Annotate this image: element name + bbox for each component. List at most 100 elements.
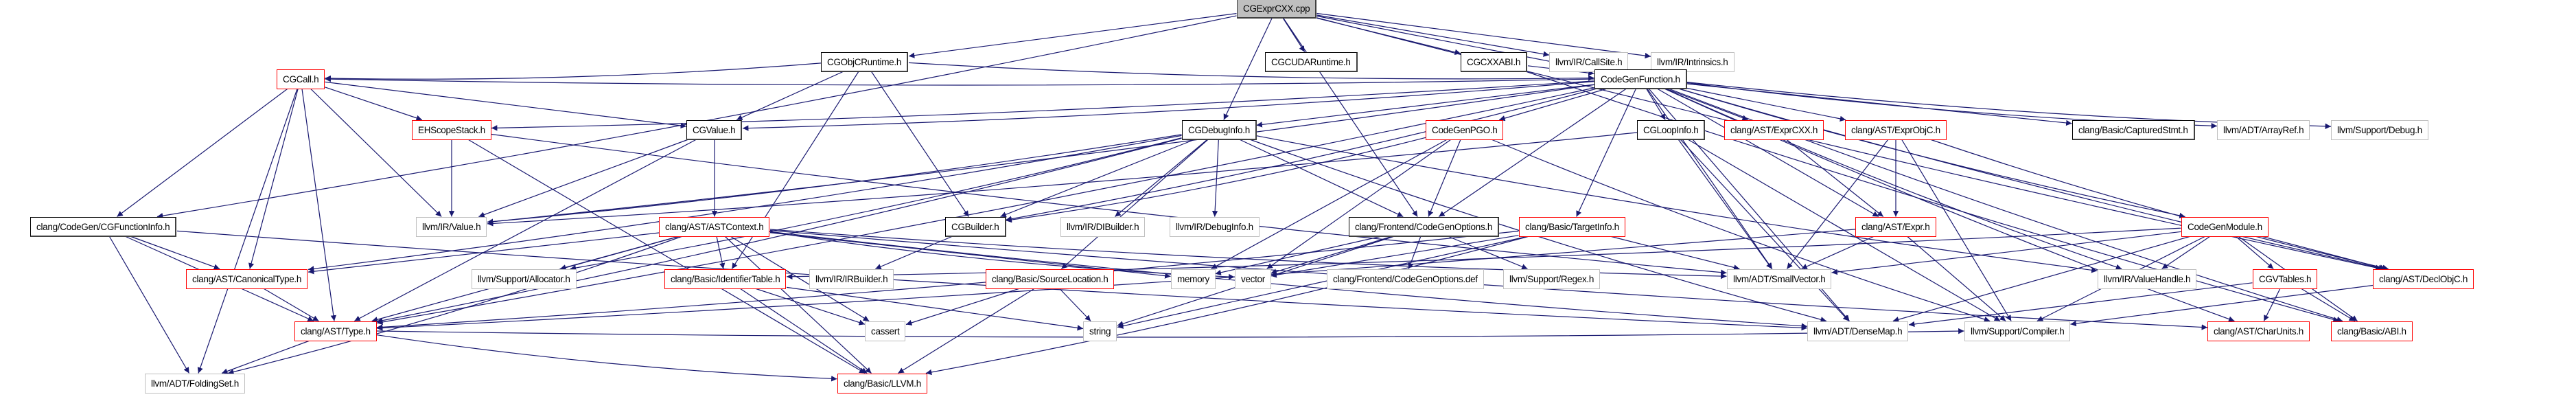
edge-expr-to-smallvector [1801,236,1874,270]
node-cgcudaruntime-h[interactable]: CGCUDARuntime.h [1265,52,1358,72]
edge-cgcall-to-cgvalue [325,81,687,129]
node-llvm-adt-densemap-h: llvm/ADT/DenseMap.h [1807,321,1909,341]
node-cgvalue-h[interactable]: CGValue.h [686,120,743,140]
edge-codegenfunction-to-cgvalue [742,81,1594,131]
node-clang-frontend-codegenoptions-h[interactable]: clang/Frontend/CodeGenOptions.h [1349,217,1500,237]
node-clang-ast-charunits-h[interactable]: clang/AST/CharUnits.h [2207,321,2310,341]
node-string: string [1083,321,1117,341]
edge-cgdebuginfo-to-codegenoptions [1240,139,1404,218]
edge-codegenoptions-to-vector [1270,236,1392,275]
edge-cgvtables-to-densemap [1908,282,2253,328]
edge-cgobjcruntime-to-cgvalue [736,71,844,121]
edge-exprobjc-to-declobjc [1931,139,2389,271]
node-llvm-ir-irbuilder-h: llvm/IR/IRBuilder.h [809,269,894,289]
edge-sourcelocation-to-llvm [898,288,1034,374]
node-cgdebuginfo-h[interactable]: CGDebugInfo.h [1182,120,1257,140]
edge-astcontext-to-canonicaltype [308,232,660,275]
edge-cgcall-to-foldingset [197,89,298,374]
edge-cgdebuginfo-to-irvalue [487,134,1182,225]
edge-targetinfo-to-type [376,230,1519,330]
node-cgcxxabi-h[interactable]: CGCXXABI.h [1461,52,1528,72]
node-clang-basic-targetinfo-h[interactable]: clang/Basic/TargetInfo.h [1519,217,1625,237]
edge-cgobjcruntime-to-cgcall [325,62,822,82]
node-codegenfunction-h[interactable]: CodeGenFunction.h [1594,69,1687,89]
edge-codegenfunction-to-irvalue [487,84,1594,225]
edge-cgcall-to-cgfunctioninfo [117,89,288,217]
edge-cgdebuginfo-to-valuehandle [1256,135,2098,273]
node-llvm-ir-value-h: llvm/IR/Value.h [416,217,487,237]
edge-codegenpgo-to-vector [1266,139,1451,269]
node-llvm-ir-callsite-h: llvm/IR/CallSite.h [1549,52,1629,72]
node-cassert: cassert [865,321,906,341]
node-clang-frontend-codegenoptions-def: clang/Frontend/CodeGenOptions.def [1327,269,1484,289]
edge-codegenoptions-to-memory [1215,236,1380,275]
node-clang-ast-exprobjc-h[interactable]: clang/AST/ExprObjC.h [1845,120,1947,140]
edge-codegenpgo-to-memory [1211,139,1447,270]
edge-sourcelocation-to-cassert [905,288,1019,326]
edge-codegenfunction-to-codegenmodule [1680,88,2185,218]
node-clang-ast-type-h[interactable]: clang/AST/Type.h [294,321,377,341]
node-llvm-support-allocator-h: llvm/Support/Allocator.h [472,269,577,289]
edge-codegenfunction-to-ehscopestack [491,80,1594,131]
edge-codegenfunction-to-cgdebuginfo [1256,84,1594,128]
node-clang-basic-capturedstmt-h[interactable]: clang/Basic/CapturedStmt.h [2072,120,2195,140]
edge-type-to-llvm [376,334,837,382]
edge-type-to-foldingset [221,340,310,374]
node-cgloopinfo-h[interactable]: CGLoopInfo.h [1637,120,1706,140]
edge-cgvtables-to-charunits [2263,288,2281,321]
edge-targetinfo-to-string [1117,236,1527,329]
edge-cgcall-to-ehscopestack [325,87,423,121]
node-clang-ast-exprcxx-h[interactable]: clang/AST/ExprCXX.h [1724,120,1824,140]
edge-ehscopestack-to-smallvector [491,133,1727,275]
node-memory: memory [1171,269,1216,289]
node-llvm-adt-smallvector-h: llvm/ADT/SmallVector.h [1727,269,1832,289]
node-codegenmodule-h[interactable]: CodeGenModule.h [2181,217,2268,237]
node-cgcall-h[interactable]: CGCall.h [277,69,325,89]
node-clang-basic-sourcelocation-h[interactable]: clang/Basic/SourceLocation.h [986,269,1115,289]
node-clang-ast-canonicaltype-h[interactable]: clang/AST/CanonicalType.h [186,269,308,289]
edge-root-to-cgdebuginfo [1223,18,1273,120]
node-clang-ast-declobjc-h[interactable]: clang/AST/DeclObjC.h [2373,269,2474,289]
node-cgexprcxx-cpp[interactable]: CGExprCXX.cpp [1237,0,1317,19]
node-clang-basic-identifiertable-h[interactable]: clang/Basic/IdentifierTable.h [664,269,787,289]
edge-identifiertable-to-llvm [740,288,868,374]
node-llvm-support-regex-h: llvm/Support/Regex.h [1503,269,1601,289]
edge-root-to-intrinsics [1316,12,1651,59]
node-cgvtables-h[interactable]: CGVTables.h [2253,269,2318,289]
node-clang-basic-llvm-h[interactable]: clang/Basic/LLVM.h [837,374,927,394]
edge-identifiertable-to-cassert [756,288,866,326]
node-llvm-ir-dibuilder-h: llvm/IR/DIBuilder.h [1060,217,1146,237]
node-clang-ast-expr-h[interactable]: clang/AST/Expr.h [1855,217,1936,237]
edge-cgloopinfo-to-smallvector [1678,139,1772,269]
node-llvm-ir-intrinsics-h: llvm/IR/Intrinsics.h [1651,52,1734,72]
edge-cgdebuginfo-to-sourcelocation [1061,139,1208,269]
edge-codegenfunction-to-targetinfo [1576,89,1636,217]
edge-codegenmodule-to-valuehandle [2161,236,2210,269]
node-clang-codegen-cgfunctioninfo-h[interactable]: clang/CodeGen/CGFunctionInfo.h [30,217,177,237]
edge-codegenfunction-to-declobjc [1679,88,2385,271]
node-llvm-adt-foldingset-h: llvm/ADT/FoldingSet.h [145,374,245,394]
node-llvm-adt-arrayref-h: llvm/ADT/ArrayRef.h [2217,120,2310,140]
edge-cgdebuginfo-to-type [376,137,1182,323]
edge-codegenfunction-to-expr [1657,88,1879,218]
edge-codegenfunction-to-exprcxx [1666,88,1749,121]
node-clang-basic-abi-h[interactable]: clang/Basic/ABI.h [2331,321,2413,341]
node-vector: vector [1235,269,1271,289]
edge-codegenfunction-to-codegenoptions [1438,89,1627,217]
edge-cgvalue-to-type [354,139,696,322]
node-cgobjcruntime-h[interactable]: CGObjCRuntime.h [821,52,909,72]
node-ehscopestack-h[interactable]: EHScopeStack.h [412,120,491,140]
edge-cgdebuginfo-to-allocator [570,137,1182,271]
node-codegenpgo-h[interactable]: CodeGenPGO.h [1426,120,1504,140]
edge-exprcxx-to-expr [1786,139,1884,217]
node-clang-ast-astcontext-h[interactable]: clang/AST/ASTContext.h [659,217,770,237]
edge-root-to-cgcudaruntime [1282,18,1306,52]
edge-declobjc-to-compiler [2070,284,2374,327]
node-llvm-ir-debuginfo-h: llvm/IR/DebugInfo.h [1170,217,1260,237]
edge-astcontext-to-foldingset [227,236,682,375]
node-cgbuilder-h[interactable]: CGBuilder.h [945,217,1006,237]
edge-codegenfunction-to-codegenpgo [1499,88,1606,122]
edge-cgbuilder-to-irbuilder [875,236,952,270]
edge-cgcall-to-irvalue [310,89,442,217]
